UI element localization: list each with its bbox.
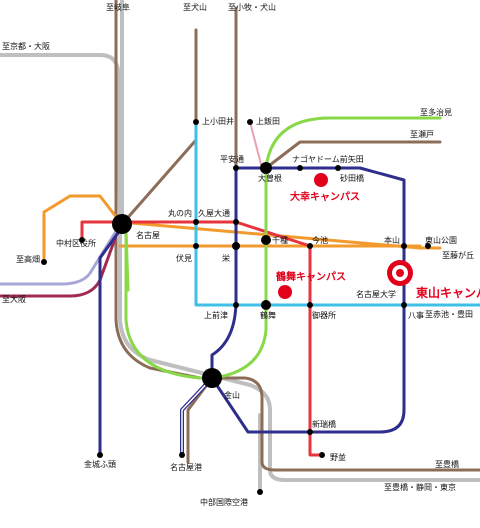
label-nagoya-dome: ナゴヤドーム前矢田 bbox=[292, 154, 364, 164]
dest-toyohashi: 至豊橋 bbox=[435, 459, 459, 469]
label-hisaya-odori: 久屋大通 bbox=[198, 208, 230, 218]
campus-label-higashiyama: 東山キャンパス bbox=[416, 285, 480, 300]
campus-marker-tsurumai[interactable] bbox=[278, 285, 292, 299]
seto-line bbox=[264, 140, 442, 170]
dest-fujigaoka: 至藤が丘 bbox=[442, 250, 474, 260]
label-sakae: 栄 bbox=[222, 253, 230, 263]
dest-osaka: 至大阪 bbox=[2, 294, 26, 304]
aonami-line-south bbox=[98, 228, 122, 457]
label-fushimi: 伏見 bbox=[176, 253, 192, 263]
label-kanjo-futo: 金城ふ頭 bbox=[84, 459, 116, 469]
label-heian-dori: 平安通 bbox=[220, 154, 244, 164]
label-yagoto: 八事 bbox=[408, 310, 424, 320]
dest-gifu: 至岐阜 bbox=[106, 2, 130, 12]
station-kanayama[interactable] bbox=[202, 368, 222, 388]
label-nakamura-kuyakusho: 中村区役所 bbox=[56, 238, 96, 248]
label-sunadabashi: 砂田橋 bbox=[340, 173, 364, 183]
aonami-line bbox=[0, 226, 120, 286]
dest-komaki-inuyama: 至小牧・犬山 bbox=[228, 2, 276, 12]
campus-marker-higashiyama[interactable] bbox=[387, 260, 413, 286]
label-kamiiida: 上飯田 bbox=[256, 116, 280, 126]
campus-label-tsurumai: 鶴舞キャンパス bbox=[276, 270, 346, 283]
dest-kyoto-osaka: 至京都・大阪 bbox=[2, 41, 50, 51]
label-nagoya: 名古屋 bbox=[136, 230, 160, 240]
meijo-circle-line bbox=[210, 166, 406, 434]
label-imaike: 今池 bbox=[312, 235, 328, 245]
station-sakae[interactable] bbox=[232, 242, 240, 250]
campus-marker-daiko[interactable] bbox=[314, 173, 328, 187]
dest-inuyama: 至犬山 bbox=[183, 2, 207, 12]
destination-labels: 至岐阜 至犬山 至小牧・犬山 至京都・大阪 至多治見 至瀬戸 至藤が丘 至赤池・… bbox=[2, 2, 474, 492]
dest-takabata: 至高畑 bbox=[16, 254, 40, 264]
jr-line bbox=[0, 0, 480, 494]
label-nonami: 野並 bbox=[330, 452, 346, 462]
label-ozone: 大曽根 bbox=[258, 173, 282, 183]
label-chubu-airport: 中部国際空港 bbox=[200, 497, 248, 507]
label-gokiso: 御器所 bbox=[312, 310, 336, 320]
label-higashiyama-koen: 東山公園 bbox=[425, 235, 457, 245]
label-nagoyako: 名古屋港 bbox=[170, 462, 202, 472]
station-chikusa[interactable] bbox=[261, 235, 271, 245]
station-tsurumai[interactable] bbox=[261, 300, 271, 310]
dest-seto: 至瀬戸 bbox=[410, 129, 434, 139]
campus-label-daiko: 大幸キャンパス bbox=[290, 190, 360, 203]
tsurumai-line bbox=[194, 120, 480, 307]
label-motoyama: 本山 bbox=[384, 235, 400, 245]
meiko-line bbox=[180, 376, 214, 457]
label-tsurumai: 鶴舞 bbox=[260, 310, 276, 320]
label-kamimaezu: 上前津 bbox=[204, 310, 228, 320]
label-kamiotai: 上小田井 bbox=[202, 116, 234, 126]
higashiyama-line bbox=[42, 194, 442, 264]
meitetsu-line bbox=[114, 0, 480, 472]
dest-tajimi: 至多治見 bbox=[420, 107, 452, 117]
station-ozone[interactable] bbox=[260, 162, 272, 174]
kamiiida-line bbox=[249, 121, 263, 169]
label-nagoya-daigaku: 名古屋大学 bbox=[356, 289, 396, 299]
label-chikusa: 千種 bbox=[272, 235, 288, 245]
label-marunouchi: 丸の内 bbox=[168, 208, 192, 218]
dest-akaike-toyota: 至赤池・豊田 bbox=[425, 309, 473, 319]
station-labels: 名古屋 中村区役所 金城ふ頭 名古屋港 中部国際空港 上小田井 上飯田 平安通 … bbox=[56, 116, 457, 507]
label-aratamabashi: 新瑞橋 bbox=[312, 419, 336, 429]
label-kanayama: 金山 bbox=[224, 390, 240, 400]
dest-toyohashi-shizuoka-tokyo: 至豊橋・静岡・東京 bbox=[384, 482, 456, 492]
station-nagoya[interactable] bbox=[112, 214, 132, 234]
meijo-line bbox=[124, 116, 442, 380]
campus-labels: 大幸キャンパス 鶴舞キャンパス 東山キャンパス bbox=[276, 190, 480, 300]
station-markers bbox=[41, 119, 431, 495]
